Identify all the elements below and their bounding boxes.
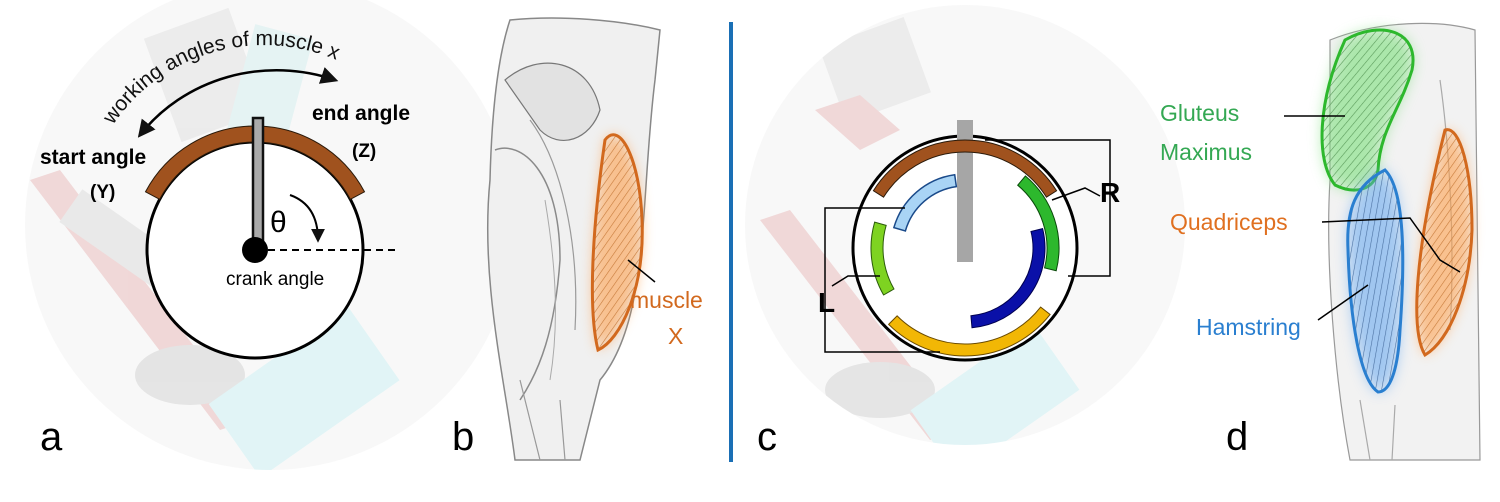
panel-a: working angles of muscle x start angle (…: [25, 0, 515, 470]
crank-angle-label: crank angle: [226, 269, 324, 290]
start-angle-var: (Y): [90, 182, 115, 203]
panel-d-label: d: [1226, 415, 1248, 459]
leg-illustration: [486, 17, 661, 461]
quadriceps-label: Quadriceps: [1170, 209, 1288, 235]
hamstring-label: Hamstring: [1196, 314, 1301, 340]
arc-yellow: [887, 306, 1051, 357]
arc-blue-right: [970, 228, 1046, 329]
left-label: L: [818, 287, 835, 318]
crank-arm: [251, 116, 265, 252]
start-angle-label: start angle: [40, 146, 146, 169]
crank-pivot: [242, 237, 268, 263]
working-angles-arrow: [137, 67, 339, 138]
panel-b-label: b: [452, 415, 474, 459]
muscle-x-shape: [590, 133, 644, 353]
muscle-x-leader: [627, 259, 656, 283]
panel-b: muscle X b: [452, 17, 703, 461]
end-angle-label: end angle: [312, 102, 410, 125]
left-leader: [831, 275, 880, 287]
right-label: R: [1100, 177, 1120, 208]
hamstring-leader: [1317, 284, 1369, 321]
gluteus-shape: [1320, 28, 1415, 192]
crank-arm-c: [957, 120, 973, 262]
bike-background-c: [745, 5, 1185, 445]
right-bracket: [985, 139, 1111, 277]
quadriceps-shape: [1415, 128, 1474, 358]
gluteus-label-line1: Gluteus: [1160, 100, 1239, 126]
arc-light-green-left: [870, 221, 895, 296]
theta-symbol: θ: [270, 206, 287, 239]
quadriceps-leader: [1321, 217, 1461, 273]
panel-d: Gluteus Maximus Quadriceps Hamstring d: [1160, 22, 1481, 461]
muscle-x-line1: muscle: [630, 287, 703, 313]
panel-c-label: c: [757, 415, 777, 459]
arc-quadriceps: [872, 139, 1058, 198]
theta-arrow: [289, 194, 325, 243]
arc-light-blue-left: [892, 173, 958, 232]
left-bracket: [824, 207, 940, 353]
end-angle-var: (Z): [352, 141, 376, 162]
panel-a-label: a: [40, 415, 63, 459]
right-leader: [1051, 187, 1101, 201]
muscle-x-line2: X: [668, 323, 683, 349]
gluteus-label-line2: Maximus: [1160, 139, 1252, 165]
panel-c: L R c: [745, 5, 1185, 459]
arc-green-right: [1017, 175, 1060, 272]
